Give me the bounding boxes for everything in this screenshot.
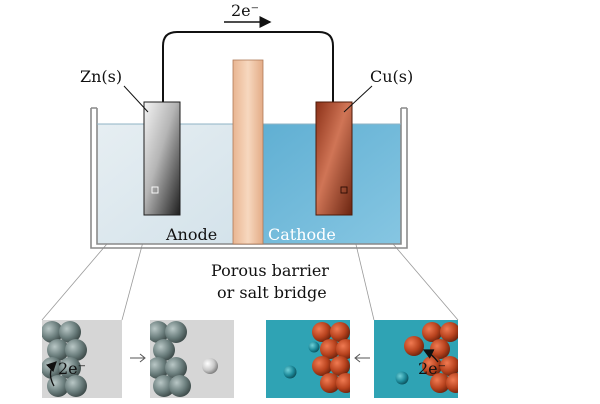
porous-barrier <box>232 59 264 245</box>
inset-anode-electron-label: 2e⁻ <box>58 359 87 378</box>
inset-copper-after <box>266 320 350 398</box>
electron-flow-label: 2e⁻ <box>231 1 260 20</box>
barrier-label-line1: Porous barrier <box>211 261 329 280</box>
anode-label: Anode <box>166 225 218 244</box>
cathode-label: Cathode <box>268 225 336 244</box>
inset-cathode-electron-label: 2e⁻ <box>418 359 447 378</box>
zinc-ion <box>202 358 218 374</box>
copper-metal-label: Cu(s) <box>370 67 414 86</box>
copper-electrode <box>315 101 353 216</box>
zinc-electrode <box>143 101 181 216</box>
external-wire <box>162 31 334 102</box>
beaker <box>90 107 408 249</box>
inset-copper-before <box>374 320 458 398</box>
inset-zinc-after <box>150 320 234 398</box>
sequence-arrow-cathode <box>354 353 370 363</box>
inset-zinc-before <box>42 320 122 398</box>
copper-zoom-marker <box>340 186 348 194</box>
zinc-metal-label: Zn(s) <box>80 67 123 86</box>
sequence-arrow-anode <box>130 353 146 363</box>
barrier-label-line2: or salt bridge <box>217 283 327 302</box>
zinc-zoom-marker <box>151 186 159 194</box>
